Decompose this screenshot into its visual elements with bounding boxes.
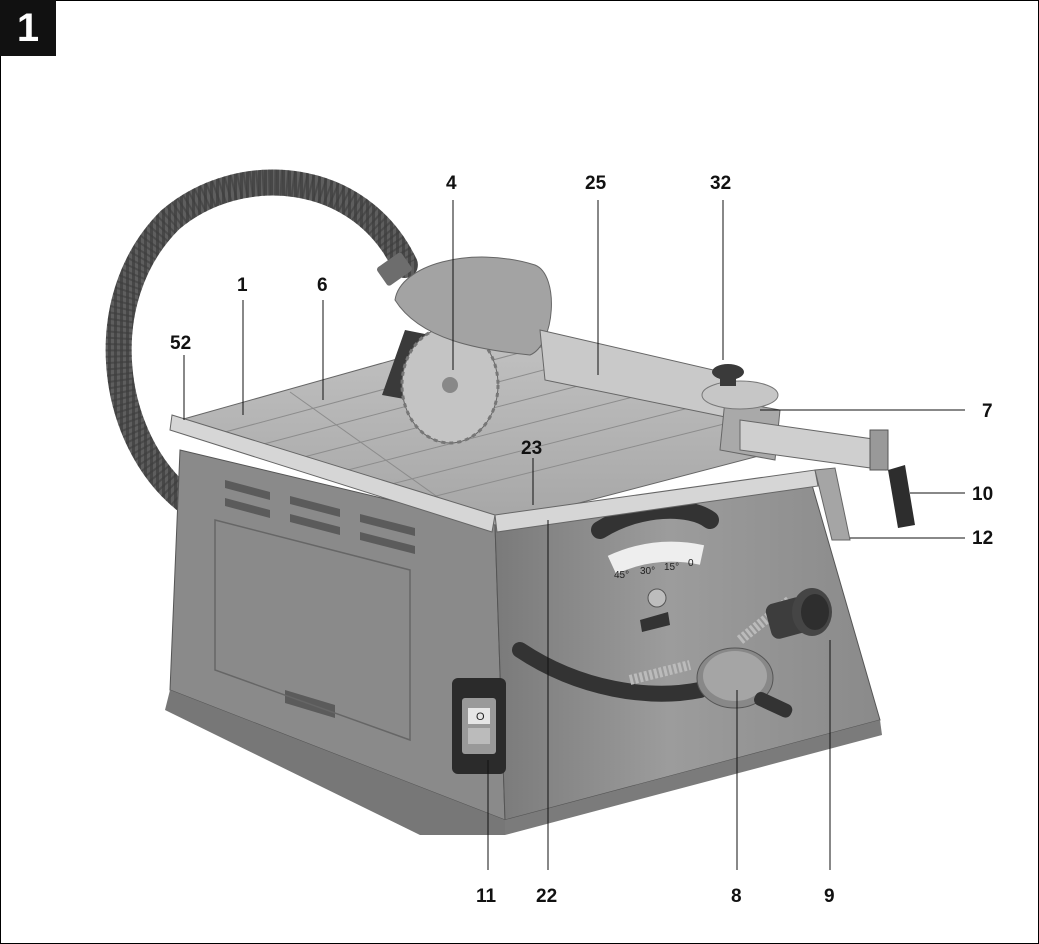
callout-23: 23	[521, 438, 543, 459]
callout-11: 11	[476, 886, 497, 907]
callout-4: 4	[446, 173, 457, 194]
callout-9: 9	[824, 886, 835, 907]
height-slot	[512, 642, 708, 702]
bevel-tick-45: 45°	[614, 570, 629, 581]
figure-number-badge: 1	[0, 0, 56, 56]
callout-25: 25	[585, 173, 607, 194]
switch-on-label: O	[476, 711, 485, 723]
callout-22: 22	[536, 886, 558, 907]
leader-lines	[183, 200, 965, 870]
housing-front-face	[494, 477, 881, 821]
bevel-tick-30: 30°	[640, 566, 655, 577]
bevel-slot	[591, 500, 719, 539]
callout-7: 7	[982, 401, 993, 422]
bevel-tick-0: 0	[688, 558, 694, 569]
height-handwheel	[696, 647, 793, 718]
bevel-tick-15: 15°	[664, 562, 679, 573]
fence-rail	[739, 419, 886, 471]
front-rail-left	[169, 414, 496, 533]
on-off-switch: O	[452, 678, 506, 774]
front-rail-right	[494, 469, 819, 533]
callout-12: 12	[972, 528, 994, 549]
callout-32: 32	[710, 173, 732, 194]
fence-clamp-lever	[888, 465, 915, 528]
callout-8: 8	[731, 886, 742, 907]
callout-52: 52	[170, 333, 192, 354]
tilt-knob	[765, 588, 832, 639]
callout-6: 6	[317, 275, 328, 296]
callout-1: 1	[237, 275, 248, 296]
mitre-gauge	[701, 364, 779, 410]
bevel-lock-screw	[647, 588, 667, 608]
locking-lever	[814, 467, 851, 541]
callout-10: 10	[972, 484, 994, 505]
